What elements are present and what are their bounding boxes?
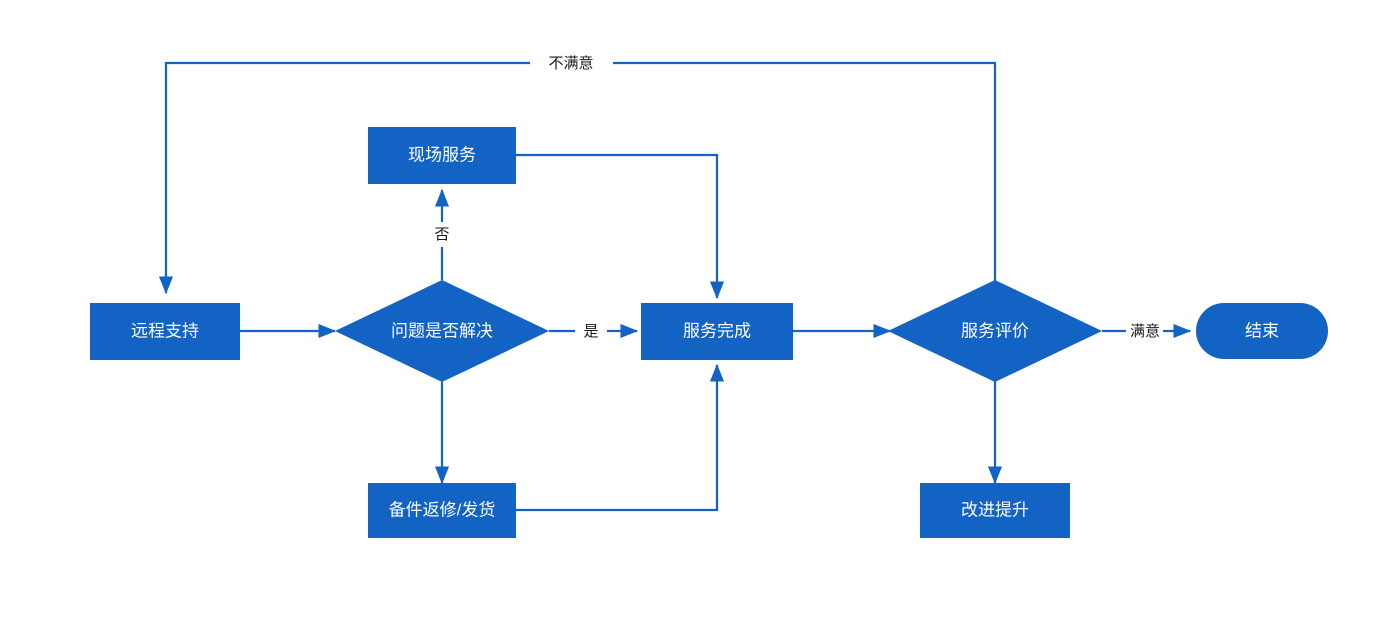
- node-end[interactable]: 结束: [1196, 303, 1328, 359]
- edge-onsite-to-service-done: [516, 153, 725, 300]
- edge-path-dissatisfied-right: [613, 61, 997, 284]
- edge-rating-to-remote-support: 不满意: [158, 54, 997, 295]
- node-onsite-service[interactable]: 现场服务: [368, 127, 516, 184]
- node-shape-service-rating[interactable]: [888, 280, 1102, 382]
- edge-path-spare-to-done: [516, 363, 725, 512]
- node-spare-parts[interactable]: 备件返修/发货: [368, 483, 516, 538]
- edge-rating-to-end: 满意: [1102, 322, 1192, 340]
- node-shape-onsite-service[interactable]: [368, 127, 516, 184]
- node-shape-spare-parts[interactable]: [368, 483, 516, 538]
- node-shape-problem-resolved[interactable]: [335, 280, 549, 382]
- node-service-done[interactable]: 服务完成: [641, 303, 793, 360]
- edge-path-dissatisfied-left: [158, 61, 530, 295]
- node-shape-improvement[interactable]: [920, 483, 1070, 538]
- edge-label-dissatisfied: 不满意: [548, 54, 593, 72]
- edge-path-onsite-to-done: [516, 153, 725, 300]
- edge-label-yes: 是: [583, 323, 598, 340]
- node-remote-support[interactable]: 远程支持: [90, 303, 240, 360]
- node-service-rating[interactable]: 服务评价: [888, 280, 1102, 382]
- node-improvement[interactable]: 改进提升: [920, 483, 1070, 538]
- node-shape-service-done[interactable]: [641, 303, 793, 360]
- edge-label-satisfied: 满意: [1130, 322, 1160, 340]
- node-shape-remote-support[interactable]: [90, 303, 240, 360]
- edge-spare-parts-to-service-done: [516, 363, 725, 512]
- edge-problem-to-onsite: 否: [434, 188, 450, 280]
- node-shape-end[interactable]: [1196, 303, 1328, 359]
- edge-problem-to-service-done: 是: [549, 323, 639, 340]
- node-problem-resolved[interactable]: 问题是否解决: [335, 280, 549, 382]
- edge-label-no: 否: [434, 226, 449, 243]
